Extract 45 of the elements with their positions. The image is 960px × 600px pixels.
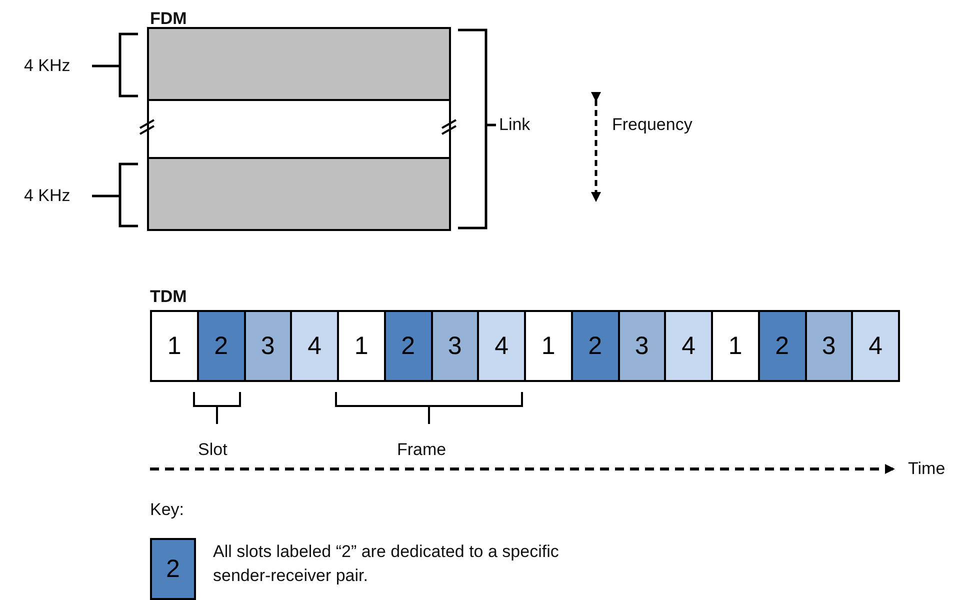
- tdm-heading: TDM: [150, 287, 187, 307]
- slot-number: 3: [822, 332, 836, 360]
- frequency-label: Frequency: [612, 115, 692, 135]
- fdm-heading: FDM: [150, 9, 187, 29]
- slot-number: 1: [354, 332, 368, 360]
- time-slot: [384, 310, 432, 382]
- slot-number: 2: [401, 332, 416, 360]
- key-heading: Key:: [150, 500, 184, 520]
- time-slot: [851, 310, 900, 382]
- time-slot: [244, 310, 292, 382]
- time-slot: [524, 310, 573, 382]
- time-slot: [477, 310, 526, 382]
- time-slot: [570, 310, 620, 382]
- slot-number: 4: [308, 332, 322, 360]
- time-slot: [290, 310, 339, 382]
- time-slot: [618, 310, 666, 382]
- slot-number: 1: [728, 332, 742, 360]
- bandwidth-label: 4 KHz: [24, 56, 70, 76]
- time-slot: [196, 310, 246, 382]
- slot-number: 3: [634, 332, 649, 360]
- slot-label: Slot: [198, 440, 228, 460]
- slot-number: 2: [775, 332, 790, 360]
- time-slot: [711, 310, 760, 382]
- slot-number: 2: [166, 554, 180, 584]
- time-slot: [804, 310, 854, 382]
- time-slot: [664, 310, 713, 382]
- slot-number: 1: [167, 332, 182, 360]
- slot-number: 3: [448, 332, 462, 360]
- time-slot: [430, 310, 480, 382]
- key-description: All slots labeled “2” are dedicated to a specific sender-receiver pair.: [213, 541, 560, 587]
- slot-number: 3: [260, 332, 275, 360]
- slot-number: 4: [682, 332, 696, 360]
- time-slot: [758, 310, 806, 382]
- bandwidth-label: 4 KHz: [24, 186, 70, 206]
- key-swatch: [150, 538, 196, 600]
- slot-number: 2: [214, 332, 228, 360]
- link-label: Link: [499, 115, 530, 135]
- slot-number: 4: [868, 332, 883, 360]
- frame-label: Frame: [397, 440, 446, 460]
- slot-number: 1: [541, 332, 556, 360]
- time-slot: [150, 310, 199, 382]
- slot-number: 4: [494, 332, 509, 360]
- slot-number: 2: [588, 332, 602, 360]
- time-label: Time: [908, 459, 946, 479]
- time-slot: [337, 310, 386, 382]
